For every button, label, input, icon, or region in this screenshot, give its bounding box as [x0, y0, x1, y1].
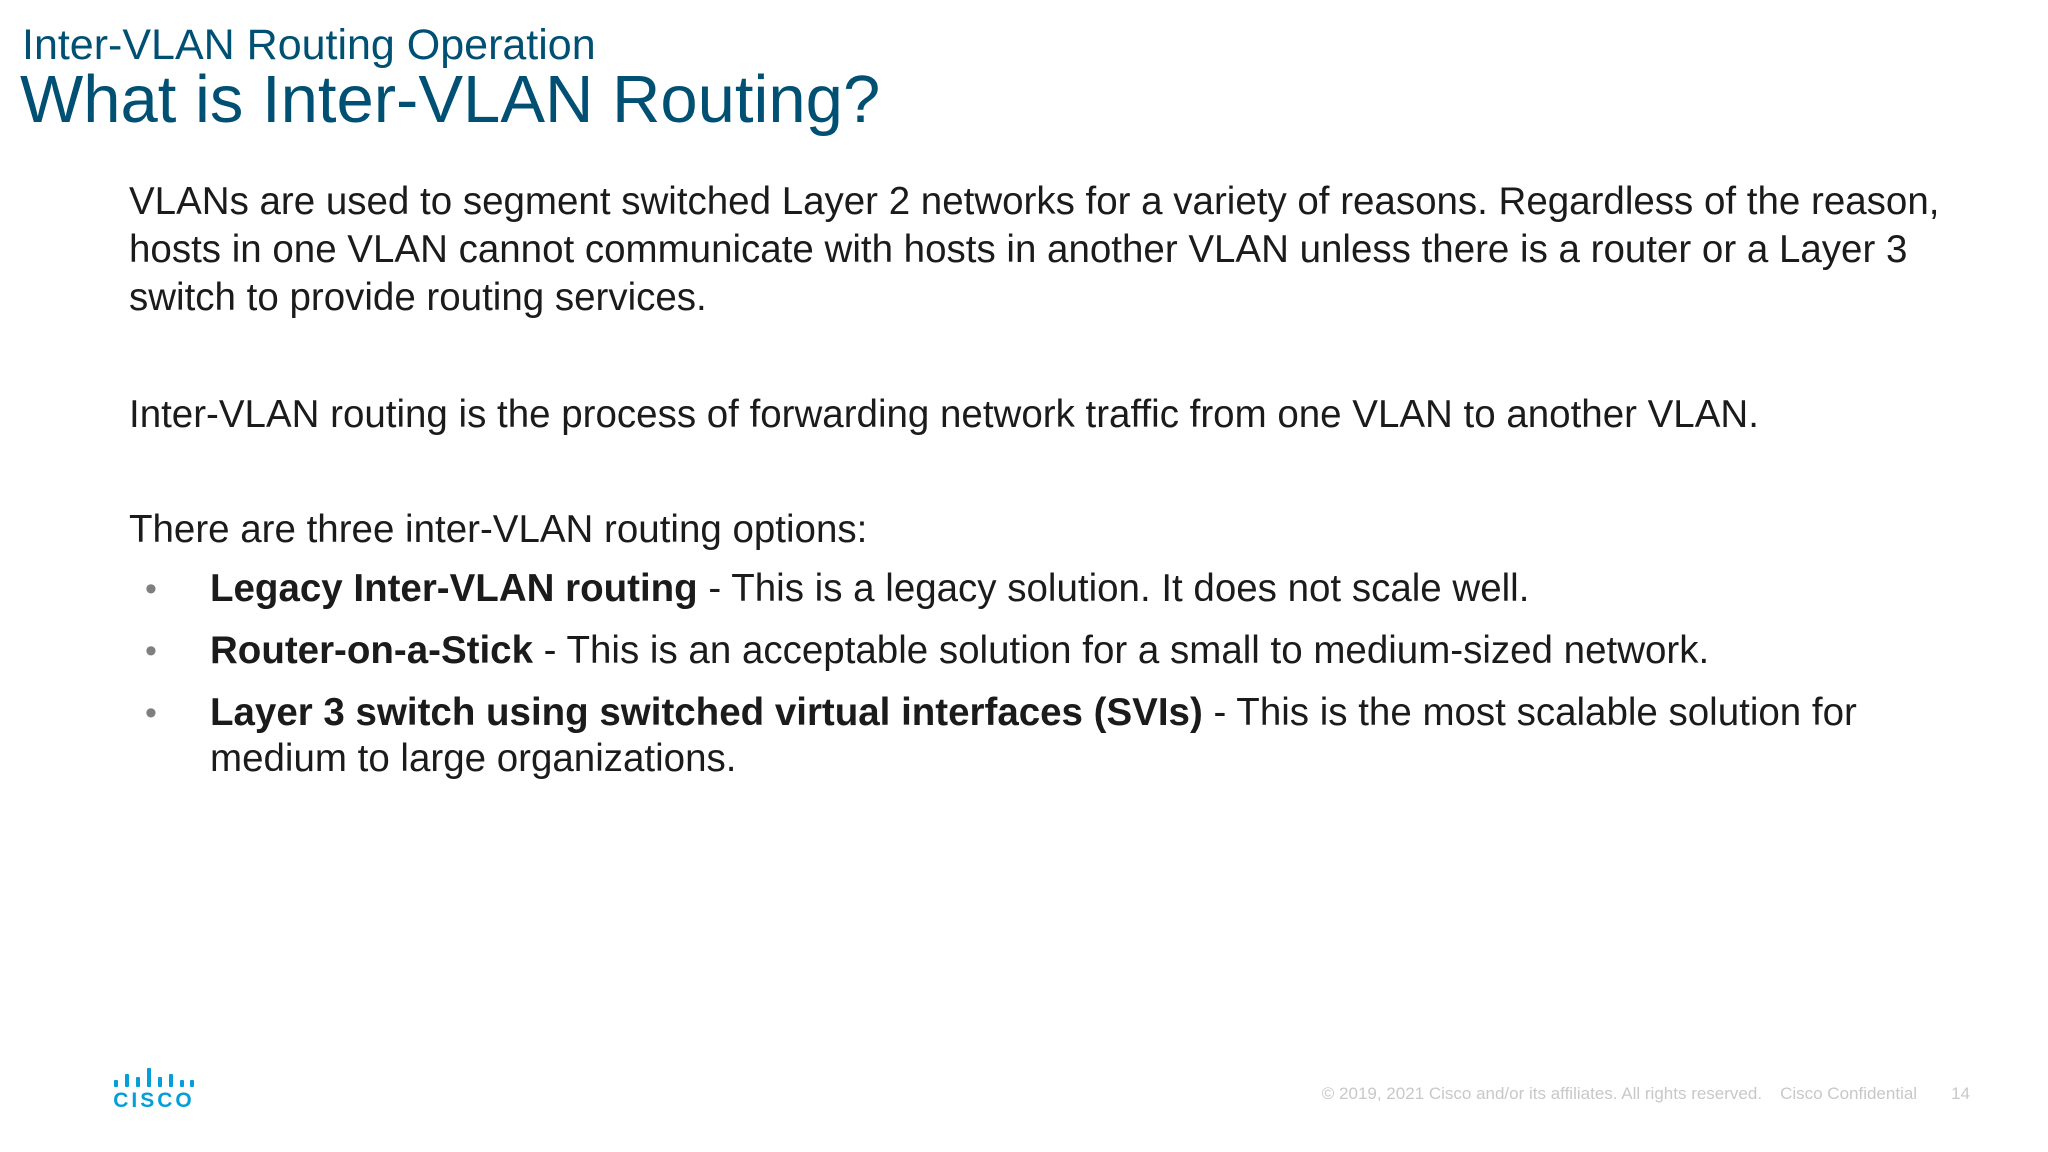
- bullet-icon: •: [145, 632, 157, 670]
- page-number: 14: [1951, 1084, 1970, 1103]
- routing-options-list: • Legacy Inter-VLAN routing - This is a …: [129, 566, 1979, 782]
- list-item-router-on-a-stick: • Router-on-a-Stick - This is an accepta…: [129, 628, 1990, 674]
- list-item-legacy: • Legacy Inter-VLAN routing - This is a …: [129, 566, 1990, 612]
- option-description: - This is an acceptable solution for a s…: [532, 629, 1710, 672]
- cisco-logo-icon: CISCO: [112, 1068, 196, 1112]
- section-title: Inter-VLAN Routing Operation: [22, 21, 596, 69]
- copyright-text: © 2019, 2021 Cisco and/or its affiliates…: [1321, 1084, 1763, 1103]
- bullet-icon: •: [145, 694, 157, 732]
- bullet-icon: •: [145, 570, 157, 608]
- slide-body: VLANs are used to segment switched Layer…: [129, 178, 1979, 798]
- option-term: Router-on-a-Stick: [210, 629, 533, 672]
- cisco-wordmark: CISCO: [113, 1089, 195, 1112]
- cisco-bars-icon: [114, 1068, 194, 1087]
- option-description: - This is a legacy solution. It does not…: [697, 567, 1530, 610]
- intro-paragraph: VLANs are used to segment switched Layer…: [129, 180, 1940, 319]
- definition-paragraph: Inter-VLAN routing is the process of for…: [129, 393, 1759, 436]
- option-term: Legacy Inter-VLAN routing: [210, 567, 698, 610]
- confidential-label: Cisco Confidential: [1780, 1084, 1918, 1103]
- footer: © 2019, 2021 Cisco and/or its affiliates…: [1322, 1084, 1970, 1104]
- option-description: - This is the most scalable solution for…: [210, 691, 1857, 780]
- page-title: What is Inter-VLAN Routing?: [20, 62, 881, 137]
- options-lead-in: There are three inter-VLAN routing optio…: [129, 508, 868, 551]
- list-item-layer3-svi: • Layer 3 switch using switched virtual …: [129, 690, 1990, 782]
- option-term: Layer 3 switch using switched virtual in…: [210, 691, 1203, 734]
